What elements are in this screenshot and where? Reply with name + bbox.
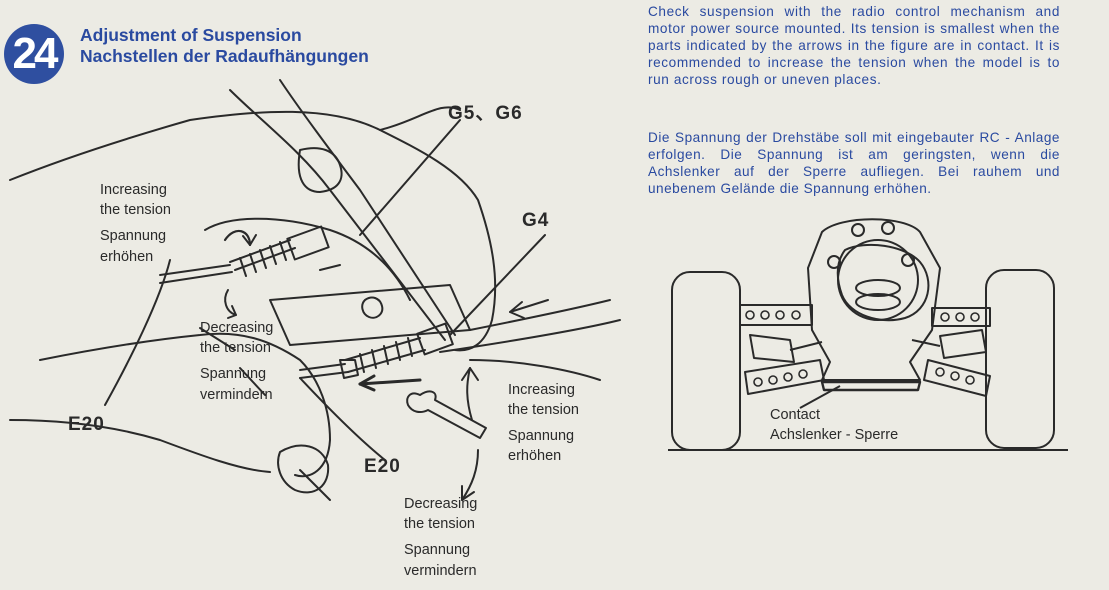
label-decrease-mid-de-1: Spannung: [200, 366, 267, 382]
torsion-spring-upper: [229, 225, 330, 277]
arrow-contact-left: [223, 229, 252, 247]
arm-lower-left: [744, 359, 825, 395]
label-part-g5-g6: G5、G6: [448, 103, 523, 124]
arm-lower-right: [923, 359, 991, 397]
label-increase-upper-en-2: the tension: [100, 202, 171, 218]
label-decrease-mid-en-2: the tension: [200, 340, 271, 356]
label-increase-upper-en-1: Increasing: [100, 182, 167, 198]
arm-upper-left: [739, 304, 813, 326]
arrow-decrease-upper: [224, 289, 237, 316]
label-increase-right-de-2: erhöhen: [508, 448, 562, 464]
fingernail: [277, 444, 330, 494]
label-increase-upper-de-1: Spannung: [100, 228, 167, 244]
tire-right: [985, 269, 1055, 449]
screwdriver: [229, 89, 446, 341]
label-contact-en: Contact: [770, 407, 820, 423]
arrow-pointer-contact: [509, 299, 549, 313]
arm-upper-right: [931, 307, 991, 327]
chassis-body: [807, 218, 941, 381]
label-increase-right-en-2: the tension: [508, 402, 579, 418]
instructions-german: Die Spannung der Drehstäbe soll mit eing…: [648, 130, 1060, 196]
label-part-g4: G4: [522, 210, 550, 231]
label-part-e20-left: E20: [68, 414, 105, 435]
hand-outline: [9, 110, 497, 352]
suspension-adjustment-illustration: [9, 79, 621, 501]
label-increase-right-en-1: Increasing: [508, 382, 575, 398]
arrow-decrease-bottom: [461, 449, 479, 501]
tire-left: [671, 271, 741, 451]
arrow-increase-right: [466, 367, 473, 421]
rod-upper: [159, 264, 231, 276]
wrench: [406, 390, 487, 439]
label-increase-upper-de-2: erhöhen: [100, 249, 154, 265]
label-increase-right-de-1: Spannung: [508, 428, 575, 444]
rod-lower: [299, 363, 346, 371]
label-decrease-mid-de-2: vermindern: [200, 387, 273, 403]
instructions-english: Check suspension with the radio control …: [648, 4, 1060, 87]
label-decrease-bottom-en-2: the tension: [404, 516, 475, 532]
label-contact-de: Achslenker - Sperre: [770, 427, 899, 443]
torsion-spring-lower: [344, 322, 454, 373]
label-decrease-bottom-de-1: Spannung: [404, 542, 471, 558]
step-number-badge: 24: [4, 24, 64, 84]
arrow-feed: [358, 378, 422, 386]
title-english: Adjustment of Suspension: [80, 25, 302, 45]
label-decrease-bottom-en-1: Decreasing: [404, 496, 478, 512]
label-decrease-mid-en-1: Decreasing: [200, 320, 274, 336]
title-german: Nachstellen der Radaufhängungen: [80, 46, 369, 66]
label-decrease-bottom-de-2: vermindern: [404, 563, 477, 579]
contact-bar: [820, 380, 922, 392]
label-part-e20-center: E20: [364, 456, 401, 477]
